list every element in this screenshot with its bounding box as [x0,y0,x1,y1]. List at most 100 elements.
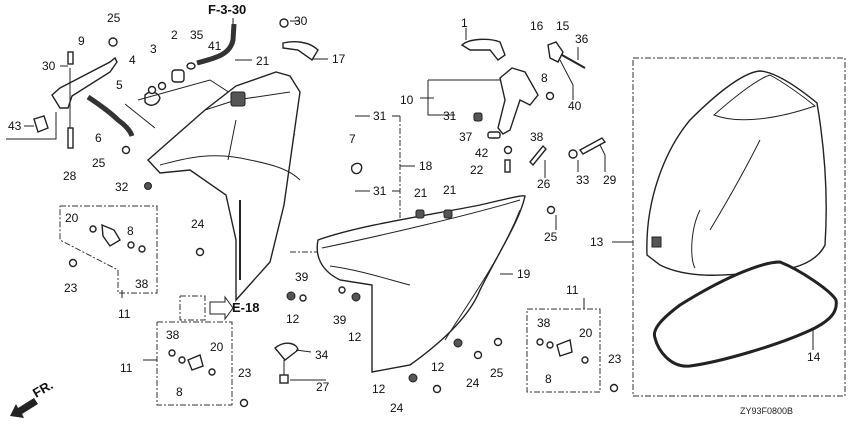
callout-2[interactable]: 2 [171,28,178,42]
nut-part[interactable] [147,85,157,95]
callout-8d[interactable]: 8 [545,372,552,386]
callout-13[interactable]: 13 [590,235,604,249]
bolt-part[interactable] [279,374,289,384]
callout-30a[interactable]: 30 [42,59,56,73]
bolt-part[interactable] [493,337,503,347]
nut-part[interactable] [503,145,513,155]
callout-38b[interactable]: 38 [135,277,149,291]
callout-4[interactable]: 4 [129,53,136,67]
callout-27[interactable]: 27 [316,380,330,394]
callout-24b[interactable]: 24 [466,376,480,390]
callout-7[interactable]: 7 [349,132,356,146]
o-ring-part[interactable] [89,225,97,233]
bolt-part[interactable] [609,383,619,393]
callout-31b[interactable]: 31 [373,184,387,198]
o-ring-part[interactable] [208,368,216,376]
bolt-part[interactable] [578,137,607,155]
bolt-part[interactable] [279,18,289,28]
callout-17[interactable]: 17 [332,52,346,66]
collar-part[interactable] [487,131,501,139]
callout-16[interactable]: 16 [530,19,544,33]
callout-29[interactable]: 29 [603,173,617,187]
rear-undercover[interactable] [316,195,526,373]
bolt-part[interactable] [432,384,442,394]
bolt-part[interactable] [67,127,74,149]
lever-part[interactable] [187,354,204,371]
o-ring-part[interactable] [581,356,589,364]
callout-23b[interactable]: 23 [238,366,252,380]
clamp-part[interactable] [274,342,299,361]
callout-6[interactable]: 6 [95,131,102,145]
callout-41[interactable]: 41 [208,39,222,53]
callout-25a[interactable]: 25 [107,11,121,25]
callout-23c[interactable]: 23 [608,352,622,366]
callout-42[interactable]: 42 [475,146,489,160]
cap-part[interactable] [168,349,176,357]
collar-part[interactable] [171,69,185,83]
front-undercover[interactable] [146,71,301,302]
lever-part[interactable] [101,223,121,247]
callout-38a[interactable]: 38 [530,130,544,144]
callout-22[interactable]: 22 [470,163,484,177]
callout-39a[interactable]: 39 [295,270,309,284]
callout-20b[interactable]: 20 [210,340,224,354]
callout-11a[interactable]: 11 [118,307,131,321]
callout-19[interactable]: 19 [517,267,531,281]
callout-12b[interactable]: 12 [348,330,362,344]
clip-part[interactable] [186,62,196,70]
callout-20a[interactable]: 20 [65,211,79,225]
washer-part[interactable] [546,341,554,349]
bolt-part[interactable] [121,145,131,155]
washer-part[interactable] [157,81,167,91]
washer-part[interactable] [127,241,135,249]
callout-21a[interactable]: 21 [256,54,270,68]
clip-part[interactable] [350,162,363,175]
washer-part[interactable] [178,356,186,364]
hose-part[interactable] [460,38,506,61]
callout-37[interactable]: 37 [459,130,473,144]
guide-part[interactable] [282,41,319,62]
bolt-part[interactable] [504,159,511,173]
callout-11c[interactable]: 11 [566,283,579,297]
callout-40[interactable]: 40 [568,99,582,113]
cap-part[interactable] [536,338,544,346]
washer-part[interactable] [568,149,578,159]
callout-12c[interactable]: 12 [431,360,445,374]
ref-link-f330[interactable]: F-3-30 [208,2,246,17]
callout-8c[interactable]: 8 [176,385,183,399]
callout-11b[interactable]: 11 [120,361,133,375]
grommet-part[interactable] [33,115,49,133]
callout-21b[interactable]: 21 [414,186,428,200]
callout-35[interactable]: 35 [190,28,204,42]
callout-12d[interactable]: 12 [372,382,386,396]
callout-30b[interactable]: 30 [294,14,308,28]
bolt-part[interactable] [108,37,118,47]
callout-21c[interactable]: 21 [443,183,457,197]
callout-24a[interactable]: 24 [191,217,205,231]
hook-bracket-part[interactable] [497,67,539,135]
callout-31a[interactable]: 31 [373,109,387,123]
callout-26[interactable]: 26 [537,177,551,191]
callout-8b[interactable]: 8 [127,224,134,238]
washer-part[interactable] [545,91,555,101]
lever-part[interactable] [556,339,573,357]
callout-15[interactable]: 15 [556,19,570,33]
callout-43[interactable]: 43 [8,119,22,133]
callout-10[interactable]: 10 [400,93,414,107]
callout-9[interactable]: 9 [78,34,85,48]
callout-20c[interactable]: 20 [579,326,593,340]
bolt-part[interactable] [239,398,249,408]
callout-33[interactable]: 33 [576,173,590,187]
washer-part[interactable] [299,294,307,302]
bolt-part[interactable] [68,258,78,268]
callout-32[interactable]: 32 [115,180,129,194]
callout-3[interactable]: 3 [150,42,157,56]
callout-18[interactable]: 18 [419,159,433,173]
callout-36[interactable]: 36 [575,32,589,46]
pin-part[interactable] [529,144,547,167]
callout-39b[interactable]: 39 [333,313,347,327]
callout-28[interactable]: 28 [63,169,77,183]
callout-25b[interactable]: 25 [92,156,106,170]
callout-23a[interactable]: 23 [64,281,78,295]
bracket-part[interactable] [51,56,118,109]
